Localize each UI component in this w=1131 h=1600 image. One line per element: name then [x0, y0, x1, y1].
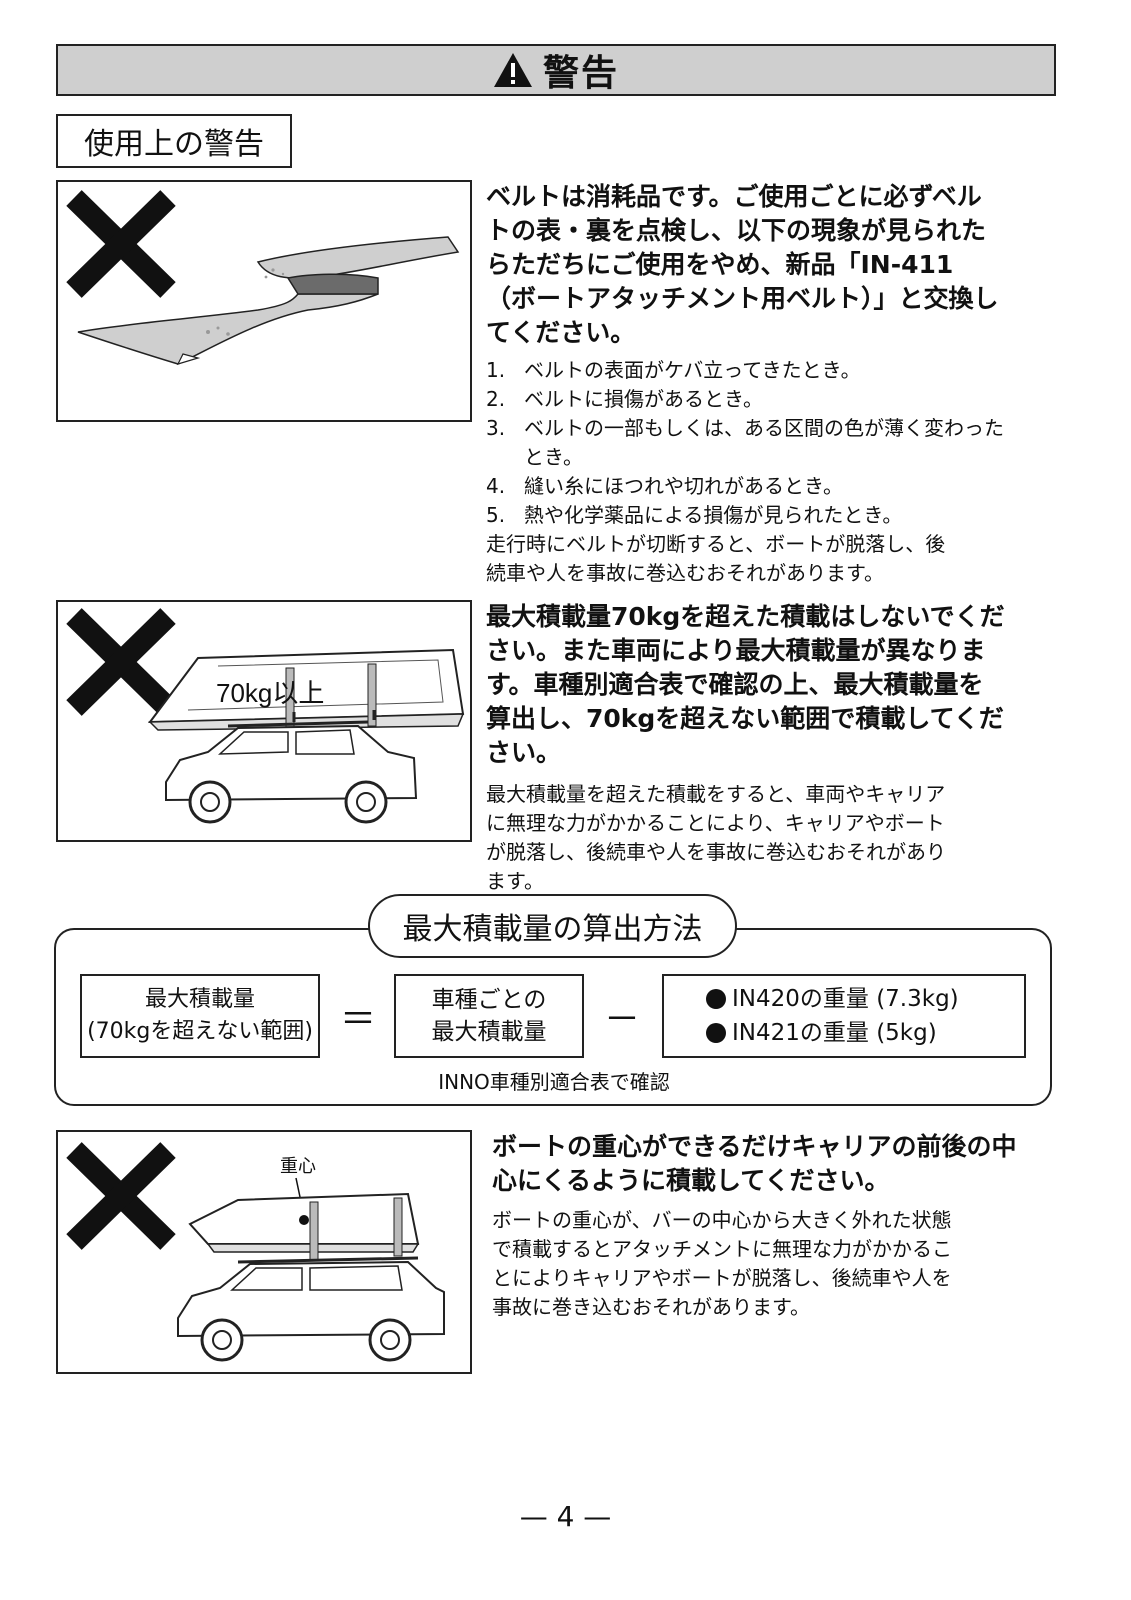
prohibited-x-icon — [66, 608, 176, 716]
load-note-line: 最大積載量を超えた積載をすると、車両やキャリア — [486, 782, 946, 806]
bullet-icon — [706, 989, 726, 1009]
warning-banner: 警告 — [56, 44, 1056, 96]
vehicle-max-load-box: 車種ごとの 最大積載量 — [394, 974, 584, 1058]
load-lead: 最大積載量70kgを超えた積載はしないでくだ さい。また車両により最大積載量が異… — [486, 600, 1046, 770]
belt-note: 走行時にベルトが切断すると、ボートが脱落し、後 続車や人を事故に巻込むおそれがあ… — [486, 530, 1046, 588]
boat-drawing — [188, 1192, 420, 1261]
balance-note-line: で積載するとアタッチメントに無理な力がかかるこ — [492, 1237, 952, 1261]
balance-note-line: とによりキャリアやボートが脱落し、後続車や人を — [492, 1266, 952, 1290]
center-of-gravity-label: 重心 — [280, 1156, 316, 1176]
load-lead-line: 最大積載量70kgを超えた積載はしないでくだ — [486, 602, 1005, 631]
formula-title: 最大積載量の算出方法 — [368, 894, 737, 958]
vehicle-max-load-line: 最大積載量 — [431, 1019, 547, 1045]
weight-label: 70kg以上 — [216, 678, 324, 708]
load-lead-line: さい。 — [486, 738, 562, 767]
vehicle-max-load-line: 車種ごとの — [431, 987, 547, 1013]
banner-title: 警告 — [542, 53, 619, 94]
max-load-label: 最大積載量 — [144, 987, 255, 1012]
balance-note-line: ボートの重心が、バーの中心から大きく外れた状態 — [492, 1208, 952, 1232]
load-note-line: ます。 — [486, 869, 544, 893]
section-title: 使用上の警告 — [56, 114, 292, 168]
warning-triangle-icon — [493, 53, 532, 87]
load-lead-line: す。車種別適合表で確認の上、最大積載量を — [486, 670, 984, 699]
belt-illustration — [56, 180, 472, 422]
overload-illustration: 70kg以上 — [56, 600, 472, 842]
load-text-block: 最大積載量70kgを超えた積載はしないでくだ さい。また車両により最大積載量が異… — [486, 600, 1046, 896]
list-item: 4.縫い糸にほつれや切れがあるとき。 — [486, 474, 843, 498]
balance-lead-line: 心にくるように積載してください。 — [492, 1166, 890, 1195]
belt-lead-line: らただちにご使用をやめ、新品「IN-411 — [486, 250, 954, 279]
car-drawing — [177, 1256, 445, 1362]
balance-note-line: 事故に巻き込むおそれがあります。 — [492, 1295, 810, 1319]
belt-note-line: 続車や人を事故に巻込むおそれがあります。 — [486, 561, 884, 585]
list-item: IN420の重量 (7.3kg) — [706, 982, 959, 1016]
minus-sign: － — [604, 999, 641, 1040]
max-load-box: 最大積載量 (70kgを超えない範囲) — [80, 974, 320, 1058]
center-of-gravity-illustration: 重心 — [56, 1130, 472, 1374]
attachment-weight-box: IN420の重量 (7.3kg) IN421の重量 (5kg) — [662, 974, 1026, 1058]
list-item: 2.ベルトに損傷があるとき。 — [486, 387, 763, 411]
balance-lead: ボートの重心ができるだけキャリアの前後の中 心にくるように積載してください。 — [492, 1130, 1052, 1198]
equals-sign: ＝ — [340, 999, 377, 1040]
car-drawing — [165, 710, 418, 824]
load-lead-line: 算出し、70kgを超えない範囲で積載してくだ — [486, 704, 1004, 733]
belt-lead-line: （ボートアタッチメント用ベルト）」と交換し — [486, 284, 999, 313]
formula-note: INNO車種別適合表で確認 — [438, 1070, 670, 1094]
balance-text-block: ボートの重心ができるだけキャリアの前後の中 心にくるように積載してください。 ボ… — [492, 1130, 1052, 1322]
belt-lead-line: トの表・裏を点検し、以下の現象が見られた — [486, 216, 987, 245]
load-note: 最大積載量を超えた積載をすると、車両やキャリア に無理な力がかかることにより、キ… — [486, 780, 1046, 896]
load-note-line: に無理な力がかかることにより、キャリアやボート — [486, 811, 945, 835]
belt-text-block: ベルトは消耗品です。ご使用ごとに必ずベル トの表・裏を点検し、以下の現象が見られ… — [486, 180, 1046, 588]
load-lead-line: さい。また車両により最大積載量が異なりま — [486, 636, 986, 665]
load-note-line: が脱落し、後続車や人を事故に巻込むおそれがあり — [486, 840, 946, 864]
prohibited-x-icon — [66, 1142, 176, 1250]
page-number: — 4 — — [519, 1500, 612, 1533]
balance-note: ボートの重心が、バーの中心から大きく外れた状態 で積載するとアタッチメントに無理… — [492, 1206, 1052, 1322]
belt-note-line: 走行時にベルトが切断すると、ボートが脱落し、後 — [486, 532, 946, 556]
list-item: 3.ベルトの一部もしくは、ある区間の色が薄く変わったとき。 — [486, 416, 1004, 469]
belt-lead: ベルトは消耗品です。ご使用ごとに必ずベル トの表・裏を点検し、以下の現象が見られ… — [486, 180, 1046, 350]
worn-belt-drawing — [77, 236, 460, 365]
balance-lead-line: ボートの重心ができるだけキャリアの前後の中 — [492, 1132, 1017, 1161]
bullet-icon — [706, 1023, 726, 1043]
belt-lead-line: てください。 — [486, 318, 636, 347]
belt-check-list: 1.ベルトの表面がケバ立ってきたとき。 2.ベルトに損傷があるとき。 3.ベルト… — [486, 356, 1046, 530]
prohibited-x-icon — [66, 190, 176, 298]
belt-lead-line: ベルトは消耗品です。ご使用ごとに必ずベル — [486, 182, 982, 211]
list-item: 5.熱や化学薬品による損傷が見られたとき。 — [486, 503, 903, 527]
list-item: IN421の重量 (5kg) — [706, 1016, 937, 1050]
max-load-note: (70kgを超えない範囲) — [87, 1019, 313, 1044]
list-item: 1.ベルトの表面がケバ立ってきたとき。 — [486, 358, 861, 382]
